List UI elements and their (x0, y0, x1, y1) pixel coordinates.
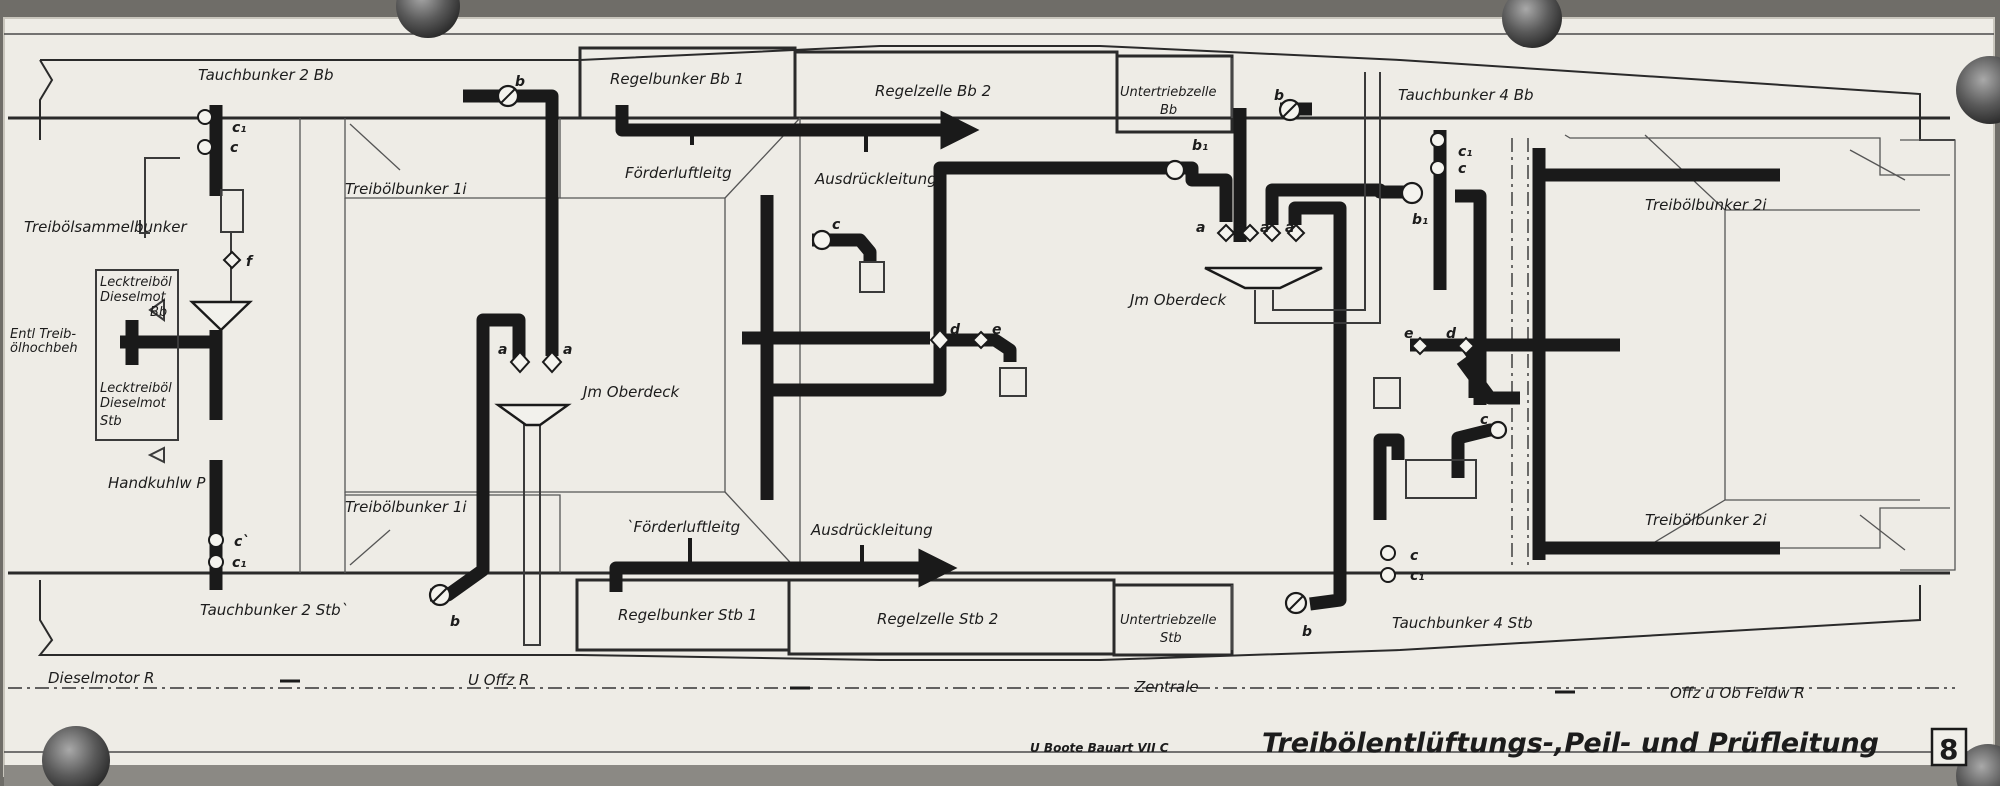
mark-f: f (246, 254, 254, 270)
mark-a-5: a (1260, 220, 1269, 236)
label-tauchbunker-2-stb: Tauchbunker 2 Stb` (200, 601, 348, 619)
section-u-offz: U Offz R (468, 671, 529, 689)
label-treiboelbunker-2i-top: Treibölbunker 2i (1645, 196, 1767, 214)
mark-c-2: c (832, 217, 841, 233)
mark-c-3: c (1458, 161, 1467, 177)
mark-a-1: a (498, 342, 507, 358)
mark-c1-3: c₁ (1458, 144, 1472, 160)
label-tauchbunker-2-bb: Tauchbunker 2 Bb (198, 66, 334, 84)
footer-class: U Boote Bauart VII C (1030, 741, 1169, 755)
mark-a-6: a (1285, 220, 1294, 236)
section-labels: Dieselmotor R U Offz R Zentrale Offz u O… (48, 669, 1805, 702)
section-zentrale: Zentrale (1134, 678, 1199, 696)
label-ausdrueckleitung-bottom: Ausdrückleitung (810, 521, 933, 539)
mark-a-4: a (1236, 220, 1245, 236)
mark-b-1: b (515, 74, 525, 90)
mark-c1-2: c₁ (232, 555, 246, 571)
lower-tank-cells (575, 578, 1234, 657)
mark-b-3: b (1274, 88, 1284, 104)
label-regelbunker-bb1: Regelbunker Bb 1 (610, 70, 744, 88)
mark-d-1: d (950, 322, 961, 338)
label-lecktreiboel-stb-3: Stb (100, 414, 122, 429)
label-regelzelle-bb2: Regelzelle Bb 2 (875, 82, 991, 100)
label-regelbunker-stb1: Regelbunker Stb 1 (618, 606, 757, 624)
mark-c-5: c (1410, 548, 1419, 564)
label-untertriebzelle-bb-1: Untertriebzelle (1120, 85, 1217, 100)
label-treiboelbunker-2i-bottom: Treibölbunker 2i (1645, 511, 1767, 529)
mark-a-2: a (563, 342, 572, 358)
mark-a-3: a (1196, 220, 1205, 236)
mark-b1-2: b₁ (1412, 212, 1428, 228)
mark-d-2: d (1446, 326, 1457, 342)
overflow-tubes (95, 72, 1477, 646)
label-ausdrueckleitung-top: Ausdrückleitung (814, 170, 937, 188)
label-lecktreiboel-bb-3: Bb (150, 305, 167, 320)
label-untertriebzelle-stb-2: Stb (1160, 631, 1182, 646)
mark-b1-1: b₁ (1192, 138, 1208, 154)
label-lecktreiboel-stb-1: Lecktreiböl (100, 381, 172, 396)
plate-number-box (1930, 727, 1968, 767)
mark-b-2: b (450, 614, 460, 630)
mark-c1-4: c₁ (1410, 568, 1424, 584)
label-entl-treib-2: ölhochbeh (10, 341, 78, 356)
valves (197, 84, 1508, 615)
mark-c1-1: c₁ (232, 120, 246, 136)
label-foerderluftleitg-bottom: `Förderluftleitg (626, 518, 740, 536)
label-im-oberdeck-2: Jm Oberdeck (1127, 291, 1228, 309)
label-entl-treib-1: Entl Treib- (10, 327, 76, 342)
footer-title: Treibölentlüftungs-,Peil- und Prüfleitun… (1262, 728, 1879, 759)
drain-funnels (189, 266, 1323, 427)
label-untertriebzelle-bb-2: Bb (1160, 103, 1177, 118)
label-regelzelle-stb2: Regelzelle Stb 2 (877, 610, 998, 628)
label-lecktreiboel-bb-1: Lecktreiböl (100, 275, 172, 290)
valve-marks: b b b b b₁ b₁ c c₁ c` c₁ c c₁ c c c c₁ a… (230, 74, 1489, 640)
label-treiboelbunker-1i-bottom: Treibölbunker 1i (345, 498, 467, 516)
label-lecktreiboel-bb-2: Dieselmot (100, 290, 167, 305)
section-dieselmotor: Dieselmotor R (48, 669, 154, 687)
label-tauchbunker-4-stb: Tauchbunker 4 Stb (1392, 614, 1533, 632)
label-treiboelsammelbunker: Treibölsammelbunker (24, 218, 188, 236)
label-untertriebzelle-stb-1: Untertriebzelle (1120, 613, 1217, 628)
mark-c-1: c (230, 140, 239, 156)
mark-c-4: c (1480, 412, 1489, 428)
label-im-oberdeck-1: Jm Oberdeck (580, 383, 681, 401)
pipe-network (120, 89, 1780, 611)
mark-e-2: e (1404, 326, 1414, 342)
label-tauchbunker-4-bb: Tauchbunker 4 Bb (1398, 86, 1534, 104)
mark-c-prime: c` (234, 534, 249, 550)
plate-footer: U Boote Bauart VII C Treibölentlüftungs-… (1030, 727, 1968, 767)
compartment-labels: Tauchbunker 2 Bb Tauchbunker 2 Stb` Tauc… (10, 66, 1767, 646)
label-treiboelbunker-1i-top: Treibölbunker 1i (345, 180, 467, 198)
mark-b-4: b (1302, 624, 1312, 640)
inner-bunker-outlines (299, 117, 1950, 574)
vent-arrows (609, 105, 980, 592)
mark-e-1: e (992, 322, 1002, 338)
label-foerderluftleitg-top: Förderluftleitg (625, 164, 732, 182)
label-handkuhlw: Handkuhlw P (108, 474, 206, 492)
label-lecktreiboel-stb-2: Dieselmot (100, 396, 167, 411)
section-offz-feldw: Offz u Ob Feldw R (1670, 684, 1805, 702)
section-divider (8, 679, 1955, 694)
plate-number: 8 (1939, 733, 1958, 766)
